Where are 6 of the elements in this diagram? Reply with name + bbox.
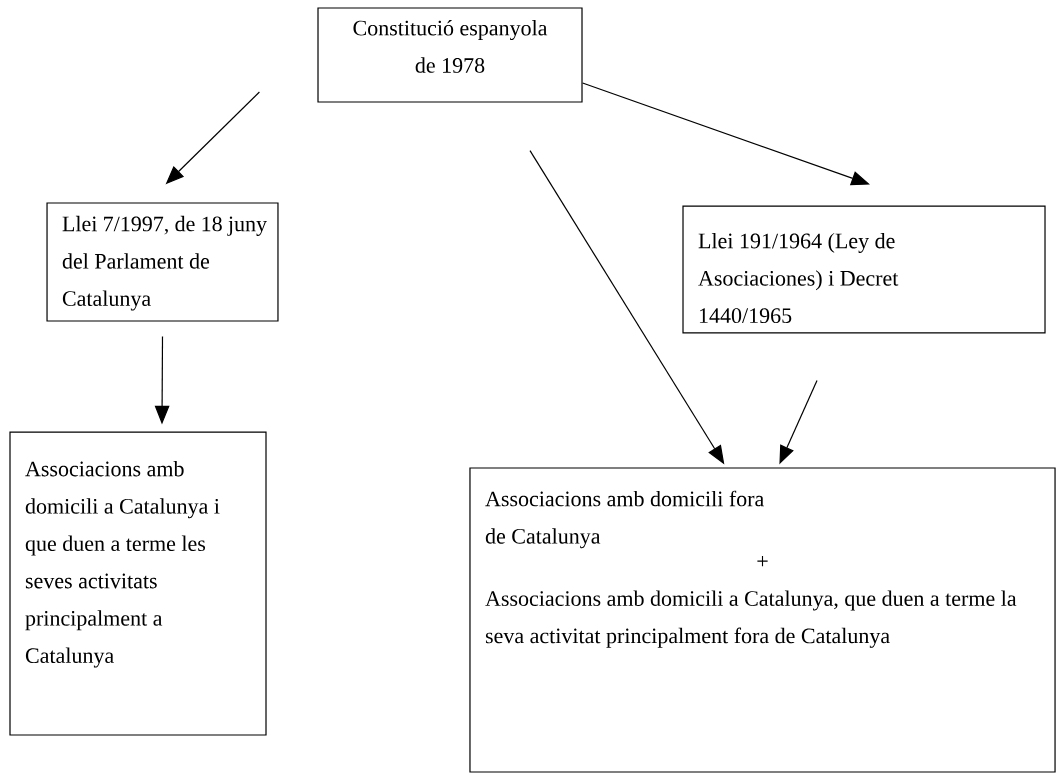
text-box: Llei 7/1997, de 18 juny del Parlament de Catalunya [46,202,279,322]
text-box: Associacions amb domicili a Catalunya i que duen a terme les seves activitats principalment a Catalunya [9,431,267,736]
text-box: Llei 191/1964 (Ley de Asociaciones) i Decret 1440/1965 [682,205,1046,334]
arrow [582,82,870,186]
text-box: Constitució espanyola de 1978 [317,7,583,103]
text-box: Associacions amb domicili fora de Catalunya + Associacions amb domicili a Catalunya, que duen a terme la seva activitat principalment fora de Catalunya [469,467,1056,773]
